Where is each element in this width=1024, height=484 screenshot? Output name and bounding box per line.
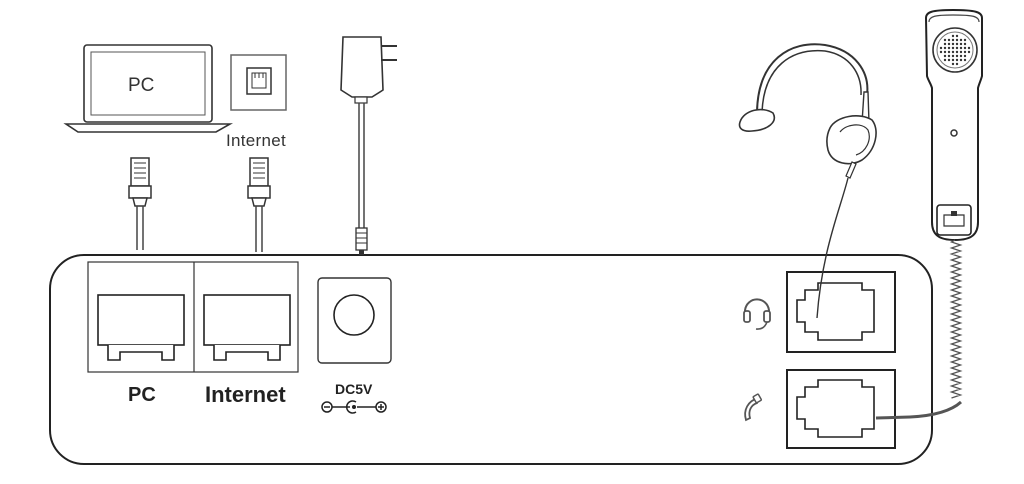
ethernet-plug-internet <box>247 157 271 252</box>
handset-device <box>924 8 983 242</box>
ethernet-plug-pc <box>128 157 152 250</box>
dc-power-port <box>317 277 392 364</box>
headset-device <box>738 43 877 319</box>
handset-port <box>786 369 896 449</box>
pc-port <box>97 294 185 361</box>
handset-icon <box>744 393 762 422</box>
dc-polarity-symbol <box>321 400 387 414</box>
laptop-icon <box>63 44 234 133</box>
power-adapter-icon <box>340 36 397 255</box>
speaker-grille <box>939 34 971 66</box>
headset-port <box>786 271 896 353</box>
pc-port-label: PC <box>128 384 156 406</box>
pc-label: PC <box>128 75 155 96</box>
internet-port-label: Internet <box>205 382 286 407</box>
handset-cord-link <box>875 400 963 420</box>
internet-wall-label: Internet <box>226 131 287 150</box>
wall-socket-icon <box>230 54 287 111</box>
internet-port <box>203 294 291 361</box>
dc-port-label: DC5V <box>335 381 373 397</box>
coiled-cord <box>949 239 963 399</box>
headset-icon <box>743 298 771 330</box>
